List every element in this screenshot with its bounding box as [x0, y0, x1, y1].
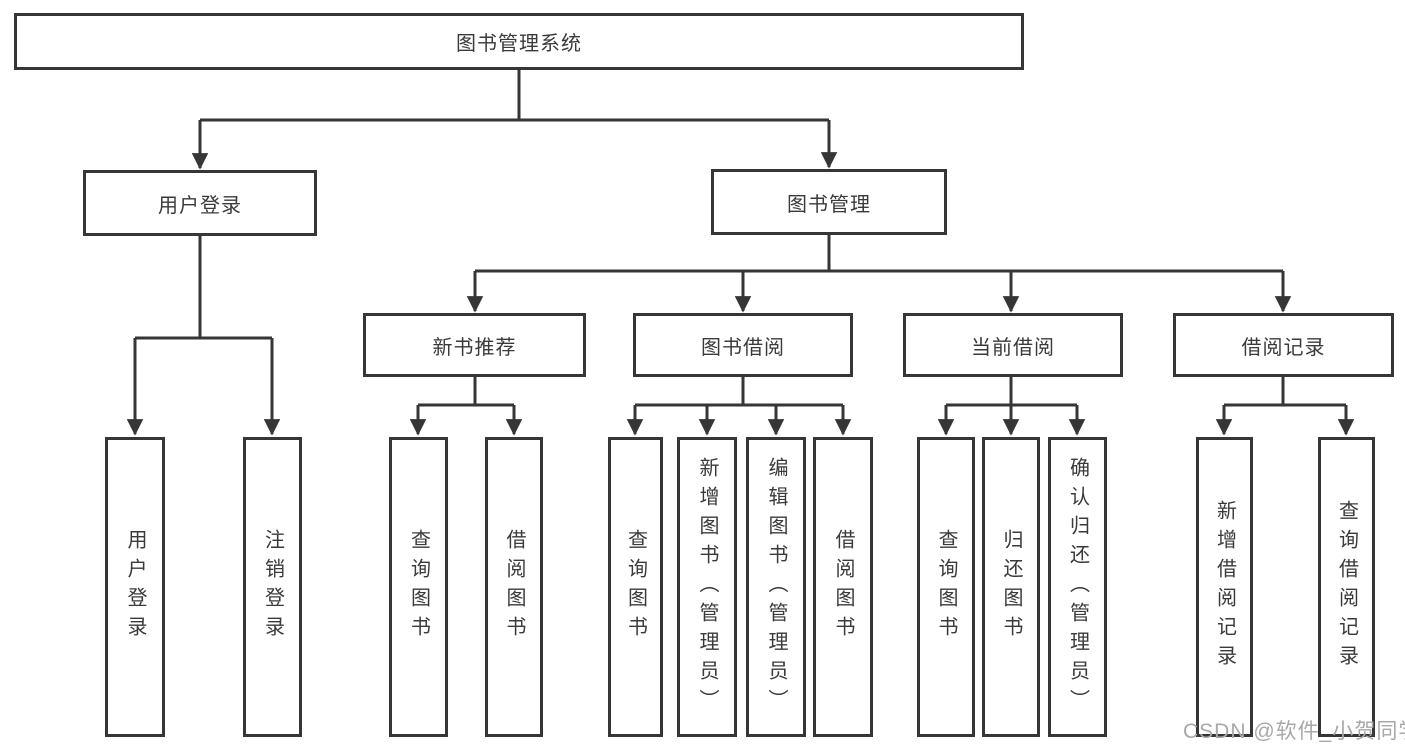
connector-book-borrow-branch [626, 377, 852, 436]
node-root: 图书管理系统 [14, 13, 1024, 70]
node-current-borrow: 当前借阅 [903, 313, 1123, 377]
leaf-bb-query-books-label: 查询图书 [624, 529, 647, 645]
leaf-cb-return-books-label: 归还图书 [1000, 529, 1022, 645]
leaf-br-add-record-label: 新增借阅记录 [1213, 500, 1236, 674]
leaf-nbr-query-books: 查询图书 [389, 437, 448, 737]
leaf-cb-query-books: 查询图书 [917, 437, 975, 737]
leaf-br-query-record: 查询借阅记录 [1318, 437, 1375, 737]
connector-book-management-branch [466, 235, 1292, 313]
node-book-borrow-label: 图书借阅 [701, 336, 785, 359]
node-book-management-label: 图书管理 [787, 193, 871, 216]
node-user-login-label: 用户登录 [158, 194, 242, 217]
node-book-borrow: 图书借阅 [633, 313, 853, 377]
leaf-cb-query-books-label: 查询图书 [935, 529, 957, 645]
connector-user-login-branch [126, 236, 281, 436]
leaf-bb-borrow-books-label: 借阅图书 [832, 529, 854, 645]
leaf-user-login: 用户登录 [105, 437, 165, 737]
leaf-nbr-borrow-books: 借阅图书 [485, 437, 543, 737]
node-user-login: 用户登录 [83, 170, 317, 236]
connector-current-borrow-branch [937, 377, 1086, 436]
leaf-logout-login-label: 注销登录 [261, 529, 284, 645]
leaf-bb-query-books: 查询图书 [608, 437, 663, 737]
csdn-watermark: CSDN @软件_小贺同学 [1183, 720, 1405, 743]
leaf-br-add-record: 新增借阅记录 [1196, 437, 1253, 737]
node-book-management: 图书管理 [711, 169, 947, 235]
leaf-nbr-borrow-books-label: 借阅图书 [503, 529, 525, 645]
node-root-label: 图书管理系统 [456, 33, 582, 55]
connector-borrow-records-branch [1215, 377, 1355, 436]
leaf-cb-confirm-return-admin-label: 确认归还（管理员） [1066, 456, 1089, 718]
leaf-bb-add-books-admin: 新增图书（管理员） [677, 437, 737, 737]
node-new-book-recommend: 新书推荐 [363, 313, 586, 377]
leaf-cb-return-books: 归还图书 [982, 437, 1040, 737]
leaf-bb-edit-books-admin-label: 编辑图书（管理员） [765, 456, 787, 718]
leaf-br-query-record-label: 查询借阅记录 [1335, 500, 1358, 674]
leaf-cb-confirm-return-admin: 确认归还（管理员） [1048, 437, 1107, 737]
node-current-borrow-label: 当前借阅 [971, 336, 1055, 359]
leaf-logout-login: 注销登录 [243, 437, 302, 737]
leaf-nbr-query-books-label: 查询图书 [407, 529, 430, 645]
connector-root-branch [191, 70, 838, 170]
leaf-bb-edit-books-admin: 编辑图书（管理员） [746, 437, 806, 737]
leaf-bb-borrow-books: 借阅图书 [813, 437, 873, 737]
leaf-bb-add-books-admin-label: 新增图书（管理员） [696, 456, 718, 718]
connector-new-book-branch [409, 377, 523, 436]
node-borrow-records-label: 借阅记录 [1241, 336, 1326, 359]
node-borrow-records: 借阅记录 [1173, 313, 1394, 377]
node-new-book-recommend-label: 新书推荐 [432, 336, 517, 359]
leaf-user-login-label: 用户登录 [124, 529, 146, 645]
